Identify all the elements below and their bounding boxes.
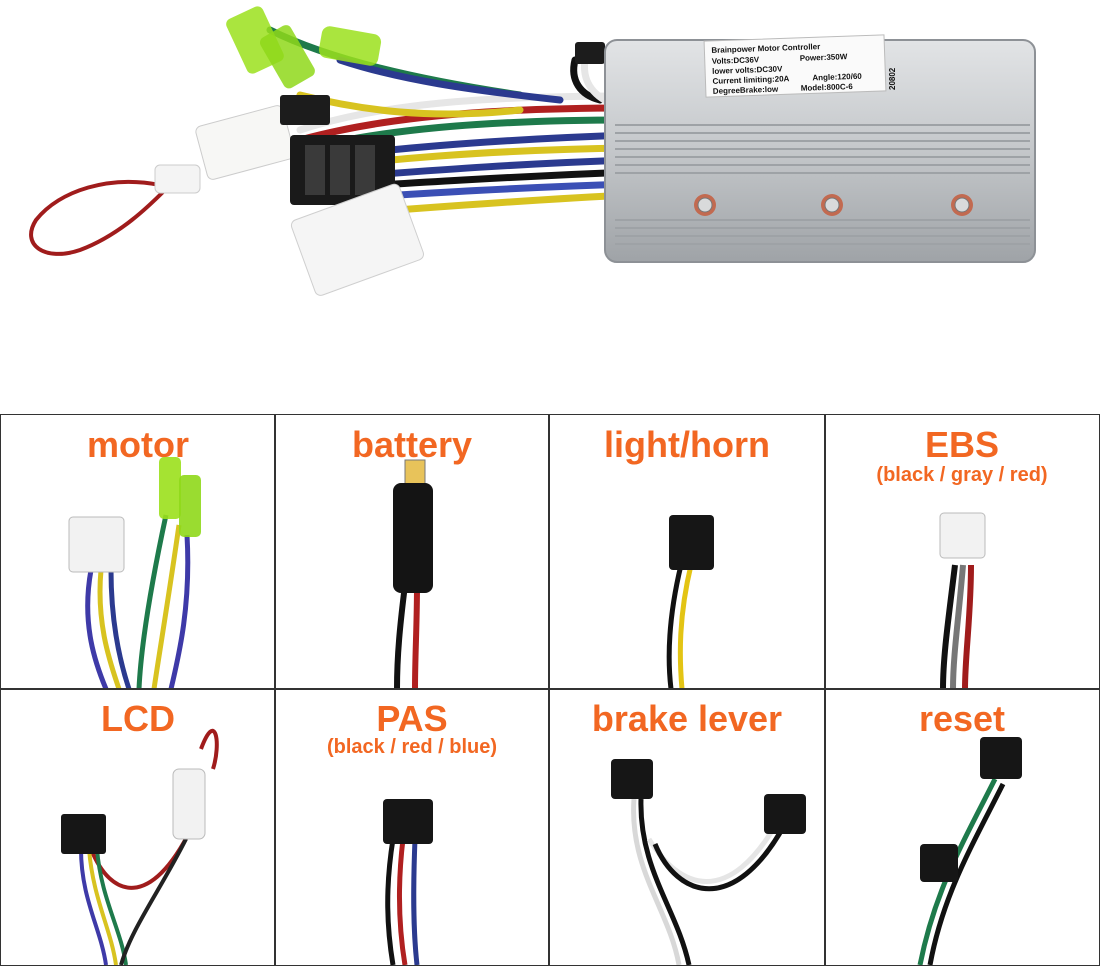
label-serial: 20802 [888,67,897,90]
connector-title: PAS [376,698,448,739]
cell-battery: battery [274,414,550,690]
label-model: Model:800C-6 [801,82,854,93]
cell-motor: motor [0,414,276,690]
controller-photo: Brainpower Motor Controller Volts:DC36V … [29,6,1036,296]
label-brake: DegreeBrake:low [713,85,779,96]
cell-brake-lever: brake lever [548,688,826,966]
connector-title: EBS [924,424,1000,465]
motor-connector-image [68,457,201,689]
controller-housing [604,34,1036,263]
connector-title: LCD [101,698,175,739]
label-title: Brainpower Motor Controller [711,42,820,55]
cell-lcd: LCD [0,688,276,966]
lcd-connector-image [61,729,219,965]
connector-title: reset [918,698,1006,739]
cell-ebs: EBS (black / gray / red) [824,414,1100,690]
cell-light-horn: light/horn [548,414,826,690]
label-angle: Angle:120/60 [812,72,862,83]
pas-connector-image [383,799,433,965]
connector-title: brake lever [591,698,783,739]
label-lower-volts: lower volts:DC30V [712,64,783,75]
reset-connector-image [917,737,1022,965]
connector-grid: motor battery light/hor [0,414,1100,966]
battery-connector-image [393,459,433,689]
label-volts: Volts:DC36V [712,55,760,66]
connector-title: battery [351,424,473,465]
connector-title: motor [87,424,189,465]
brake-lever-connector-image [611,759,806,965]
label-power: Power:350W [800,52,848,63]
light-horn-connector-image [666,515,714,689]
cell-pas: PAS (black / red / blue) [274,688,550,966]
cell-reset: reset [824,688,1100,966]
label-current: Current limiting:20A [712,74,789,86]
ebs-connector-image [939,512,986,689]
connector-title: light/horn [604,424,770,465]
connector-subtitle: (black / red / blue) [326,736,498,758]
connector-subtitle: (black / gray / red) [876,464,1048,486]
